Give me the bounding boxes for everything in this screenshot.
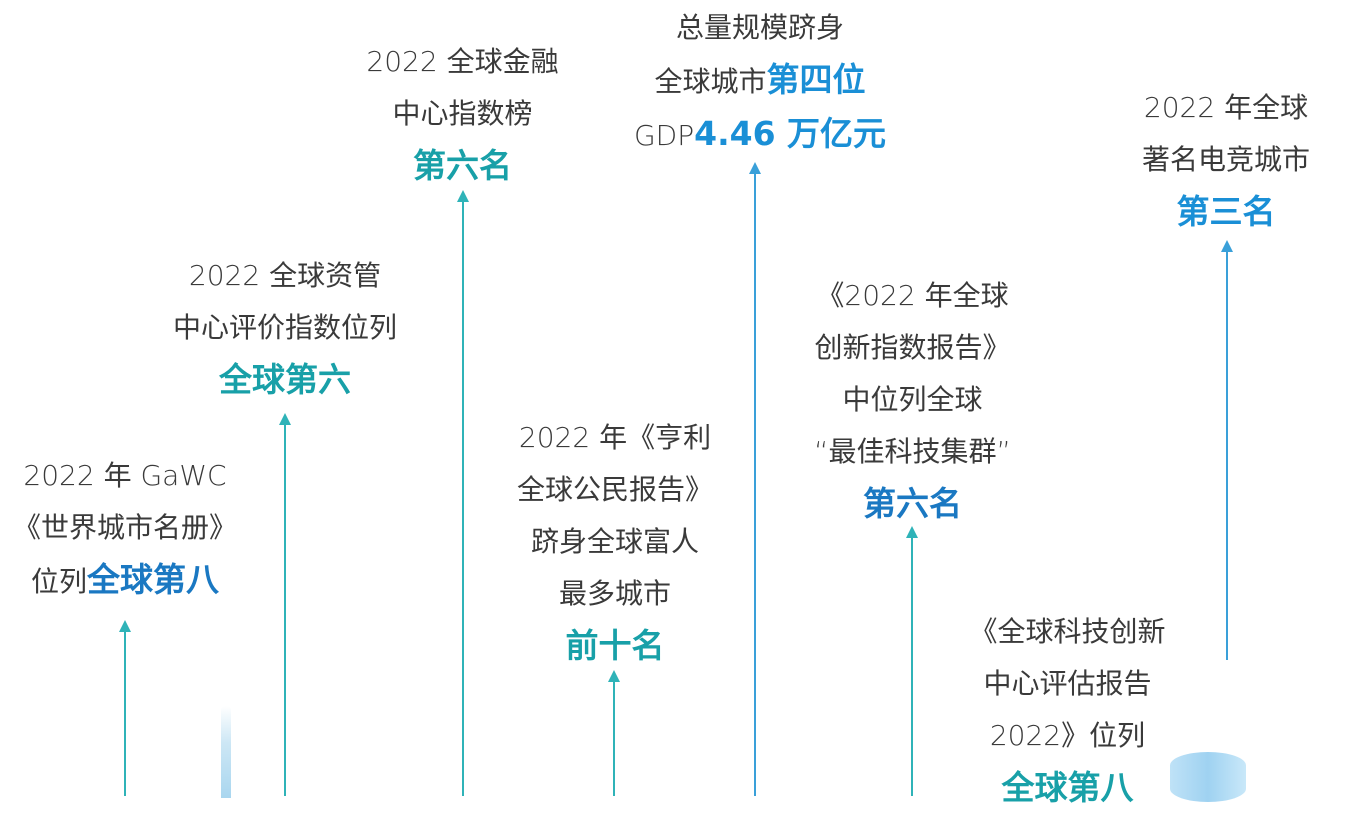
achievement-henley-report: 2022 年《亨利 全球公民报告》 跻身全球富人 最多城市 前十名 <box>490 412 740 672</box>
tower-decoration <box>221 706 231 798</box>
gdp-line-3: GDP4.46 万亿元 <box>600 108 920 162</box>
arrow-1 <box>119 620 131 796</box>
gdp-line-3-prefix: GDP <box>633 119 695 152</box>
gdp-rank-highlight: 第四位 <box>766 60 866 99</box>
henley-line-3: 跻身全球富人 <box>530 525 699 558</box>
asset-highlight: 全球第六 <box>219 360 351 399</box>
achievement-innovation-index: 《2022 年全球 创新指数报告》 中位列全球 “最佳科技集群” 第六名 <box>785 270 1040 530</box>
innovation-line-2: 创新指数报告》 <box>814 331 1011 364</box>
esports-highlight: 第三名 <box>1176 192 1276 231</box>
tech-line-1: 《全球科技创新 <box>969 615 1166 648</box>
henley-line-4: 最多城市 <box>558 577 671 610</box>
tech-highlight: 全球第八 <box>1001 768 1134 807</box>
innovation-highlight: 第六名 <box>863 484 962 523</box>
henley-line-1: 2022 年《亨利 <box>518 421 712 454</box>
gawc-line-3: 位列全球第八 <box>10 554 240 608</box>
gdp-line-2: 全球城市第四位 <box>600 54 920 108</box>
arrow-4 <box>608 670 620 796</box>
gawc-highlight: 全球第八 <box>87 560 219 599</box>
gawc-line-2: 《世界城市名册》 <box>12 511 237 544</box>
henley-line-2: 全球公民报告》 <box>516 473 713 506</box>
gdp-line-1: 总量规模跻身 <box>675 11 844 44</box>
gdp-value-highlight: 4.46 万亿元 <box>694 114 887 153</box>
tech-line-3: 2022》位列 <box>989 719 1146 752</box>
esports-line-2: 著名电竞城市 <box>1141 143 1310 176</box>
arrow-3 <box>457 190 469 796</box>
achievement-gdp: 总量规模跻身 全球城市第四位 GDP4.46 万亿元 <box>600 2 920 162</box>
gdp-line-2-prefix: 全球城市 <box>654 65 767 98</box>
innovation-line-4: “最佳科技集群” <box>813 435 1011 468</box>
arrow-8 <box>1221 240 1233 660</box>
finance-line-2: 中心指数榜 <box>392 97 533 130</box>
arrow-5 <box>749 162 761 796</box>
asset-line-2: 中心评价指数位列 <box>172 311 397 344</box>
building-decoration <box>1170 752 1246 802</box>
achievement-financial-center: 2022 全球金融 中心指数榜 第六名 <box>340 36 585 192</box>
henley-highlight: 前十名 <box>565 626 665 665</box>
asset-line-1: 2022 全球资管 <box>188 259 382 292</box>
innovation-line-1: 《2022 年全球 <box>816 279 1009 312</box>
achievement-gawc: 2022 年 GaWC 《世界城市名册》 位列全球第八 <box>10 450 240 608</box>
achievement-asset-mgmt: 2022 全球资管 中心评价指数位列 全球第六 <box>140 250 430 406</box>
esports-line-1: 2022 年全球 <box>1143 91 1309 124</box>
innovation-line-3: 中位列全球 <box>842 383 983 416</box>
finance-line-1: 2022 全球金融 <box>366 45 559 78</box>
gawc-prefix: 位列 <box>30 565 87 598</box>
finance-highlight: 第六名 <box>413 146 512 185</box>
achievement-esports: 2022 年全球 著名电竞城市 第三名 <box>1110 82 1342 238</box>
arrow-6 <box>906 526 918 796</box>
tech-line-2: 中心评估报告 <box>983 667 1152 700</box>
arrow-2 <box>279 413 291 796</box>
achievement-tech-center: 《全球科技创新 中心评估报告 2022》位列 全球第八 <box>950 606 1185 814</box>
gawc-line-1: 2022 年 GaWC <box>23 459 227 492</box>
